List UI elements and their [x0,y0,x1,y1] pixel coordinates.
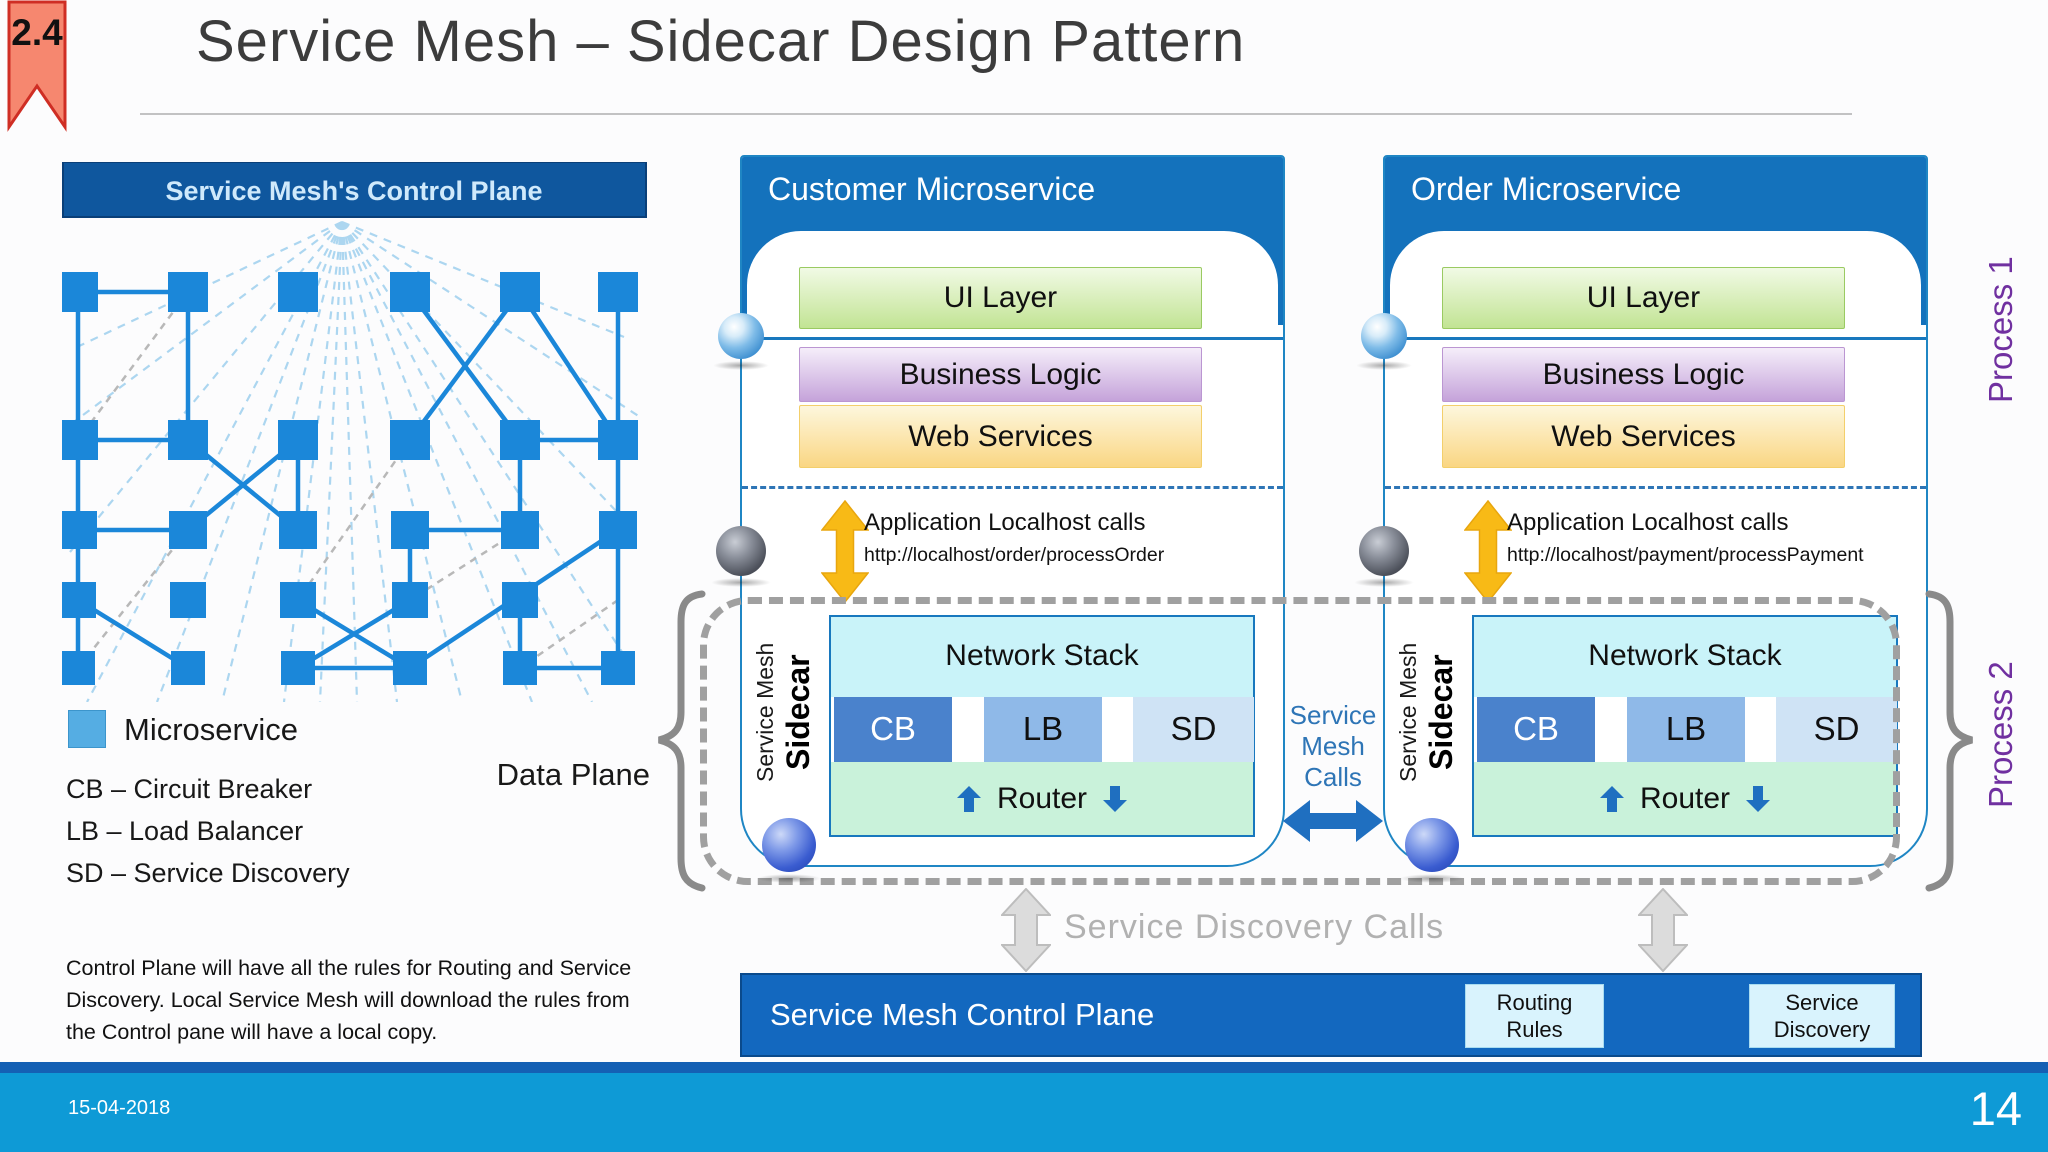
local-endpoint-sphere-icon [1354,526,1414,587]
data-plane-label: Data Plane [496,757,650,792]
layer-separator-line [742,337,1283,340]
layer-separator-line [1385,337,1926,340]
circuit-breaker-cell: CB [834,697,952,762]
microservice-legend-swatch [68,710,106,748]
legend-lb: LB – Load Balancer [66,816,304,846]
localhost-calls-title: Application Localhost calls [1507,509,1789,536]
legend-sd: SD – Service Discovery [66,858,350,888]
data-plane-brace [658,590,706,892]
order-microservice-container: Order Microservice UI Layer Business Log… [1383,155,1928,867]
router-label: Router [1639,781,1731,815]
mesh-nodes [62,272,638,685]
process-boundary-dashed-line [742,486,1283,489]
service-discovery-arrow-icon [1001,888,1051,972]
localhost-calls-title: Application Localhost calls [864,509,1146,536]
network-stack-title: Network Stack [945,639,1139,672]
control-plane-mesh-figure: Service Mesh's Control Plane [62,162,647,702]
router-up-arrow-icon [1599,785,1624,812]
service-discovery-arrow-icon [1638,888,1688,972]
network-stack-box: Network Stack CB LB SD Router [829,615,1255,837]
process-2-label: Process 2 [1982,661,2019,809]
service-mesh-calls-label: Service Mesh Calls [1289,700,1377,792]
web-services-box: Web Services [1442,405,1845,468]
process-boundary-dashed-line [1385,486,1926,489]
service-discovery-box: Service Discovery [1749,984,1895,1048]
ui-layer-box: UI Layer [1442,267,1845,329]
footer-accent-stripe [0,1062,2048,1073]
router-band: Router [1474,762,1896,835]
localhost-calls-arrow-icon [821,500,869,603]
local-endpoint-sphere-icon [711,526,771,587]
localhost-calls-arrow-icon [1464,500,1512,603]
microservice-legend-label: Microservice [124,712,298,747]
abbreviation-legend: CB – Circuit Breaker LB – Load Balancer … [66,768,350,894]
slide-date: 15-04-2018 [68,1097,171,1119]
process-1-label: Process 1 [1982,256,2019,404]
control-plane-bar-title: Service Mesh Control Plane [770,997,1155,1032]
section-number: 2.4 [11,12,63,53]
internet-globe-icon [1356,313,1412,370]
network-globe-icon [1399,818,1465,883]
mesh-panel-title: Service Mesh's Control Plane [165,176,542,206]
page-title: Service Mesh – Sidecar Design Pattern [196,9,1246,74]
business-logic-box: Business Logic [1442,347,1845,402]
section-badge: 2.4 [7,0,67,132]
control-plane-note: Control Plane will have all the rules fo… [66,956,632,1044]
network-stack-row: CB LB SD [1474,697,1897,762]
ui-layer-box: UI Layer [799,267,1202,329]
localhost-calls-text: Application Localhost calls http://local… [864,509,1164,567]
localhost-calls-text: Application Localhost calls http://local… [1507,509,1864,567]
customer-microservice-title: Customer Microservice [768,171,1096,207]
page-number: 14 [1969,1082,2022,1135]
service-discovery-calls-label: Service Discovery Calls [1064,908,1445,946]
router-up-arrow-icon [956,785,981,812]
footer-bar: 15-04-2018 14 [0,1073,2048,1152]
circuit-breaker-cell: CB [1477,697,1595,762]
network-globe-icon [756,818,822,883]
router-label: Router [996,781,1088,815]
process2-brace [1925,590,1973,892]
service-mesh-calls-arrow-icon [1283,800,1383,842]
localhost-calls-url: http://localhost/payment/processPayment [1507,544,1864,566]
order-microservice-title: Order Microservice [1411,171,1682,207]
router-down-arrow-icon [1746,785,1771,812]
legend-cb: CB – Circuit Breaker [66,774,313,804]
localhost-calls-url: http://localhost/order/processOrder [864,544,1165,566]
load-balancer-cell: LB [1627,697,1745,762]
network-stack-box: Network Stack CB LB SD Router [1472,615,1898,837]
router-down-arrow-icon [1103,785,1128,812]
load-balancer-cell: LB [984,697,1102,762]
routing-rules-box: Routing Rules [1465,984,1604,1048]
data-plane-boundary [700,597,1900,885]
network-stack-title: Network Stack [1588,639,1782,672]
title-divider [140,113,1852,115]
business-logic-box: Business Logic [799,347,1202,402]
router-band: Router [831,762,1253,835]
customer-microservice-container: Customer Microservice UI Layer Business … [740,155,1285,867]
mesh-panel-header [62,162,647,218]
internet-globe-icon [713,313,769,370]
service-mesh-control-plane-bar: Service Mesh Control Plane Routing Rules… [740,973,1922,1057]
web-services-box: Web Services [799,405,1202,468]
service-discovery-cell: SD [1776,697,1897,762]
network-stack-row: CB LB SD [831,697,1254,762]
service-discovery-cell: SD [1133,697,1254,762]
